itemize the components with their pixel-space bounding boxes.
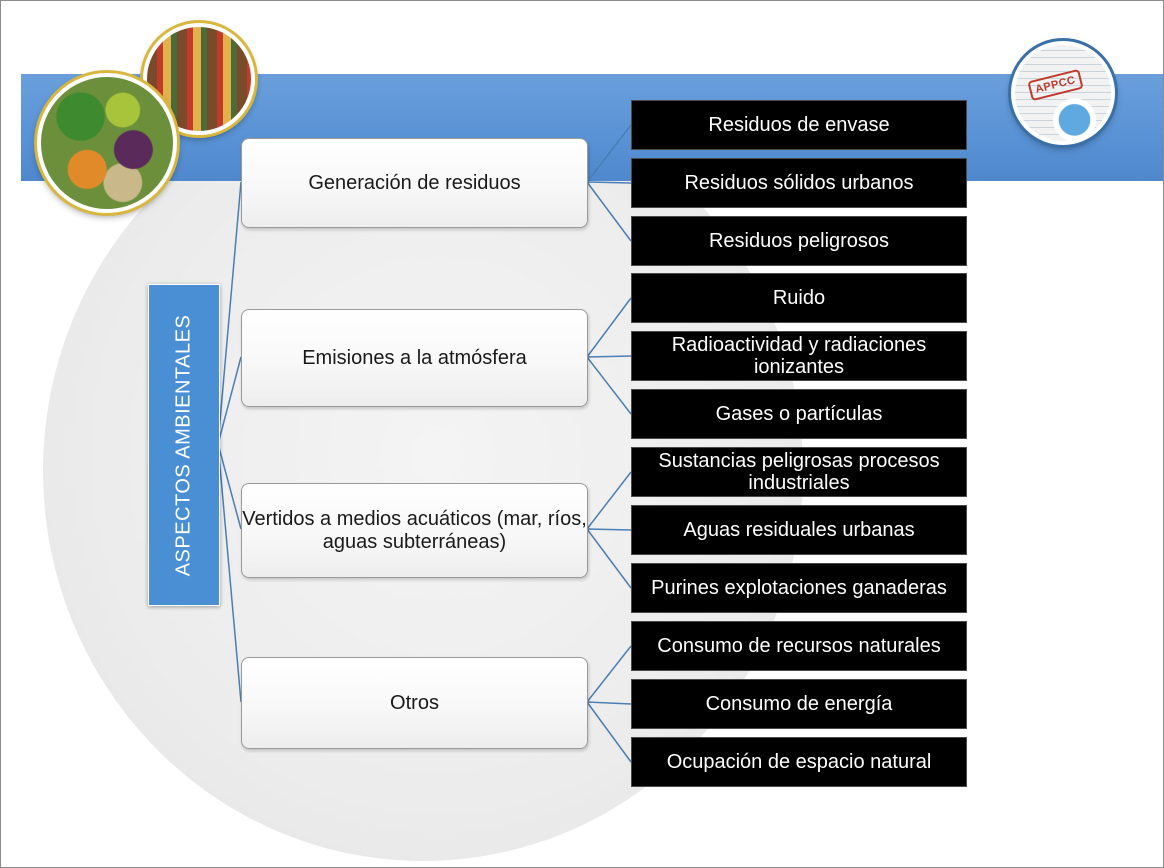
vegetables-photo-icon [37, 73, 177, 213]
category-label: Emisiones a la atmósfera [302, 346, 527, 369]
category-otros: Otros [241, 657, 588, 749]
leaf-consumo-recursos: Consumo de recursos naturales [631, 621, 967, 671]
leaf-residuos-solidos-urbanos: Residuos sólidos urbanos [631, 158, 967, 208]
leaf-label: Radioactividad y radiaciones ionizantes [671, 334, 927, 378]
leaf-label: Consumo de energía [705, 693, 893, 715]
leaf-label: Residuos sólidos urbanos [684, 172, 914, 194]
category-label: Otros [390, 691, 439, 714]
leaf-label: Aguas residuales urbanas [683, 519, 915, 541]
category-generacion-residuos: Generación de residuos [241, 138, 588, 228]
category-to-leaf-connector [586, 701, 632, 763]
category-emisiones-atmosfera: Emisiones a la atmósfera [241, 309, 588, 407]
category-label: Vertidos a medios acuáticos (mar, ríos, … [242, 507, 587, 553]
root-node: ASPECTOS AMBIENTALES [148, 284, 220, 606]
leaf-sustancias-peligrosas: Sustancias peligrosas procesos industria… [631, 447, 967, 497]
leaf-consumo-energia: Consumo de energía [631, 679, 967, 729]
leaf-ocupacion-espacio: Ocupación de espacio natural [631, 737, 967, 787]
leaf-residuos-envase: Residuos de envase [631, 100, 967, 150]
category-label: Generación de residuos [308, 171, 521, 194]
category-to-leaf-connector [586, 297, 632, 358]
leaf-residuos-peligrosos: Residuos peligrosos [631, 216, 967, 266]
leaf-label: Consumo de recursos naturales [657, 635, 941, 657]
root-to-category-connector [217, 443, 242, 530]
leaf-label: Residuos de envase [708, 114, 890, 136]
category-to-leaf-connector [586, 181, 632, 184]
category-to-leaf-connector [586, 645, 632, 703]
category-vertidos-acuaticos: Vertidos a medios acuáticos (mar, ríos, … [241, 483, 588, 578]
category-to-leaf-connector [586, 356, 632, 415]
leaf-label: Purines explotaciones ganaderas [651, 577, 947, 599]
leaf-ruido: Ruido [631, 273, 967, 323]
category-to-leaf-connector [586, 124, 632, 183]
leaf-label: Sustancias peligrosas procesos industria… [658, 450, 940, 494]
category-to-leaf-connector [586, 181, 632, 242]
root-to-category-connector [217, 443, 242, 703]
leaf-gases-particulas: Gases o partículas [631, 389, 967, 439]
leaf-label: Gases o partículas [715, 403, 883, 425]
category-to-leaf-connector [586, 355, 632, 358]
root-label: ASPECTOS AMBIENTALES [172, 314, 195, 576]
appcc-document-photo-icon: APPCC [1011, 41, 1115, 145]
leaf-label: Ocupación de espacio natural [666, 751, 932, 773]
leaf-radioactividad: Radioactividad y radiaciones ionizantes [631, 331, 967, 381]
category-to-leaf-connector [586, 528, 632, 589]
category-to-leaf-connector [586, 471, 632, 530]
root-to-category-connector [217, 356, 242, 445]
category-to-leaf-connector [586, 528, 632, 531]
leaf-label: Ruido [772, 287, 826, 309]
root-to-category-connector [217, 181, 242, 445]
leaf-aguas-residuales: Aguas residuales urbanas [631, 505, 967, 555]
leaf-purines: Purines explotaciones ganaderas [631, 563, 967, 613]
leaf-label: Residuos peligrosos [708, 230, 890, 252]
category-to-leaf-connector [586, 701, 632, 705]
